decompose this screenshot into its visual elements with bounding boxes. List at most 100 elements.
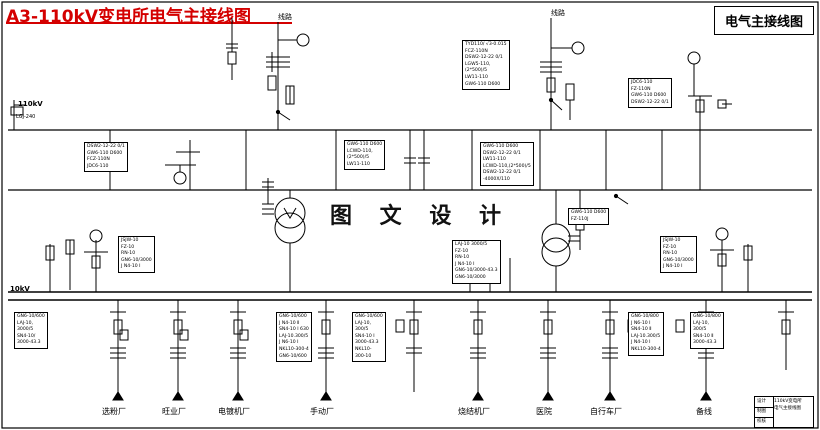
title-block: 110kV变电所 电气主接线图 设计 制图 校核 [754, 396, 814, 428]
watermark: 图 文 设 计 [330, 204, 511, 229]
equipment-line: DSW2-12-22 0/1 [483, 170, 521, 176]
equipment-line: NKL10- [355, 346, 372, 352]
equipment-block-b4: GW6-110 D600 LCWD-110, (2*500)/5 LW11-11… [344, 140, 386, 171]
equipment-line: GW6-110 D600 [631, 93, 667, 99]
equipment-line: GW6-110 D600 [465, 81, 501, 87]
feeder-label-4: 手动厂 [310, 407, 334, 416]
equipment-line: NKL10-300-4 [631, 346, 661, 352]
equipment-line: GN6-10/800 [693, 314, 721, 319]
feeder-label-2: 旺业厂 [162, 407, 186, 416]
equipment-line: LAJ-10 3000/5 [455, 242, 488, 247]
equipment-line: FZ-110N [631, 86, 651, 92]
equipment-line: LW11-110 [483, 157, 506, 163]
equipment-line: GW6-110 D600 [347, 142, 383, 147]
equipment-line: J N6-10 Ⅰ [631, 320, 651, 326]
equipment-line: J N4-10 Ⅰ [121, 264, 141, 270]
equipment-block-b13: GN6-10/800 J N6-10 Ⅰ SN4-10 Ⅱ LAJ-10.300… [628, 312, 664, 356]
title-block-left-1: 设计 [757, 399, 766, 404]
equipment-line: FZ-10 [121, 244, 135, 250]
equipment-block-b12: GN6-10/600 LAJ-10, 300/5 SN4-10 Ⅰ 3000-4… [352, 312, 386, 363]
equipment-line: J N4-10 Ⅱ [279, 320, 300, 326]
equipment-line: DSW2-12-22 0/1 [631, 99, 669, 105]
title-box: 电气主接线图 [713, 6, 814, 35]
equipment-line: LAJ-10, [355, 320, 371, 326]
equipment-line: FCZ-110N [87, 157, 110, 163]
equipment-line: GN6-10/600 [17, 314, 45, 319]
equipment-block-b3: DSW2-12-22 0/1 GW6-110 D600 FCZ-110N JDC… [84, 142, 128, 173]
feeder-label-8: 备线 [696, 407, 712, 416]
equipment-line: 300-10 [355, 353, 372, 359]
equipment-line: DSW2-12-22 0/1 [483, 150, 521, 156]
equipment-line: GW6-110 D600 [571, 210, 607, 215]
equipment-line: GN6-10/600 [279, 353, 307, 359]
equipment-line: LAJ-10.300/5 [631, 333, 661, 339]
equipment-block-b14: GN6-10/800 LAJ-10, 300/5 SN4-10 Ⅱ 3000-4… [690, 312, 724, 349]
title-underline [6, 22, 292, 24]
equipment-line: JDC6-110 [87, 163, 109, 169]
equipment-line: J N6-10 Ⅰ [279, 340, 299, 346]
equipment-line: GW6-110 D600 [483, 144, 519, 149]
equipment-block-b10: GN6-10/600 LAJ-10, 3000/5 SN4-10/ 3000-4… [14, 312, 48, 349]
equipment-line: LGW5-110, [465, 61, 491, 67]
equipment-line: RN-10 [121, 251, 136, 257]
equipment-line: 3000-43.3 [355, 340, 379, 346]
equipment-line: LW11-110 [465, 74, 488, 80]
equipment-line: FZ-110J [571, 216, 589, 222]
equipment-line: SN4-10 Ⅱ [631, 327, 652, 333]
label-110kv: 110kV [18, 100, 43, 108]
feeder-label-3: 电镀机厂 [218, 407, 250, 416]
equipment-line: GN6-10/3000-43.3 [455, 268, 498, 274]
equipment-line: LCWD-110,(2*500)/5 [483, 163, 531, 169]
equipment-line: GN6-10/600 [279, 314, 307, 319]
equipment-block-b5: GW6-110 D600 DSW2-12-22 0/1 LW11-110 LCW… [480, 142, 534, 186]
feeder-label-1: 选粉厂 [102, 407, 126, 416]
equipment-line: DSW2-12-22 0/1 [465, 55, 503, 61]
equipment-line: 300/5 [693, 327, 707, 333]
equipment-line: FZ-10 [455, 248, 469, 254]
equipment-line: GN6-10/600 [355, 314, 383, 319]
equipment-line: LW11-110 [347, 161, 370, 167]
equipment-line: LCWD-110, [347, 148, 373, 154]
title-block-left-3: 校核 [757, 419, 766, 424]
label-line-left: 线路 [278, 13, 292, 21]
label-lgj240: LGJ-240 [16, 114, 36, 120]
label-line-right: 线路 [551, 9, 565, 17]
equipment-block-b8: JSJW-10 FZ-10 RN-10 GN6-10/3000 J N4-10 … [660, 236, 697, 273]
equipment-line: LAJ-10, [17, 320, 33, 326]
equipment-line: JDC6-110 [631, 80, 653, 85]
equipment-line: FCZ-110N [465, 48, 488, 54]
equipment-line: TYD110/ √3-0.015 [465, 42, 507, 47]
equipment-line: JSJW-10 [663, 238, 681, 243]
equipment-line: LAJ-10, [693, 320, 709, 326]
equipment-line: 3000/5 [17, 327, 34, 333]
equipment-block-b2: JDC6-110 FZ-110N GW6-110 D600 DSW2-12-22… [628, 78, 672, 109]
feeder-label-7: 自行车厂 [590, 407, 622, 416]
title-block-right-2: 电气主接线图 [774, 406, 801, 411]
equipment-line: J N4-10 Ⅰ [455, 261, 475, 267]
equipment-line: SN4-10 Ⅰ 630 [279, 327, 309, 333]
equipment-line: (2*500)/5 [347, 155, 370, 161]
equipment-line: GN6-10/800 [631, 314, 659, 319]
equipment-line: NKL10-300-4 [279, 346, 309, 352]
equipment-line: 3000-43.3 [17, 340, 41, 346]
label-10kv: 10kV [10, 285, 30, 293]
equipment-line: SN4-10 Ⅰ [355, 333, 375, 339]
equipment-line: DSW2-12-22 0/1 [87, 144, 125, 149]
equipment-line: FZ-10 [663, 244, 677, 250]
feeder-label-6: 医院 [536, 407, 552, 416]
equipment-line: GN6-10/3000 [455, 274, 486, 280]
equipment-line: 300/5 [355, 327, 369, 333]
equipment-block-b9: LAJ-10 3000/5 FZ-10 RN-10 J N4-10 Ⅰ GN6-… [452, 240, 501, 284]
equipment-line: J N4-10 Ⅰ [631, 340, 651, 346]
equipment-line: GN6-10/3000 [121, 257, 152, 263]
equipment-block-b7: JSJW-10 FZ-10 RN-10 GN6-10/3000 J N4-10 … [118, 236, 155, 273]
equipment-line: SN4-10/ [17, 333, 36, 339]
equipment-line: RN-10 [455, 255, 470, 261]
equipment-block-b1: TYD110/ √3-0.015 FCZ-110N DSW2-12-22 0/1… [462, 40, 510, 91]
equipment-line: SN4-10 Ⅱ [693, 333, 714, 339]
equipment-line: J N4-10 Ⅰ [663, 264, 683, 270]
equipment-line: -4000X/110 [483, 176, 510, 182]
feeder-label-5: 烧结机厂 [458, 407, 490, 416]
